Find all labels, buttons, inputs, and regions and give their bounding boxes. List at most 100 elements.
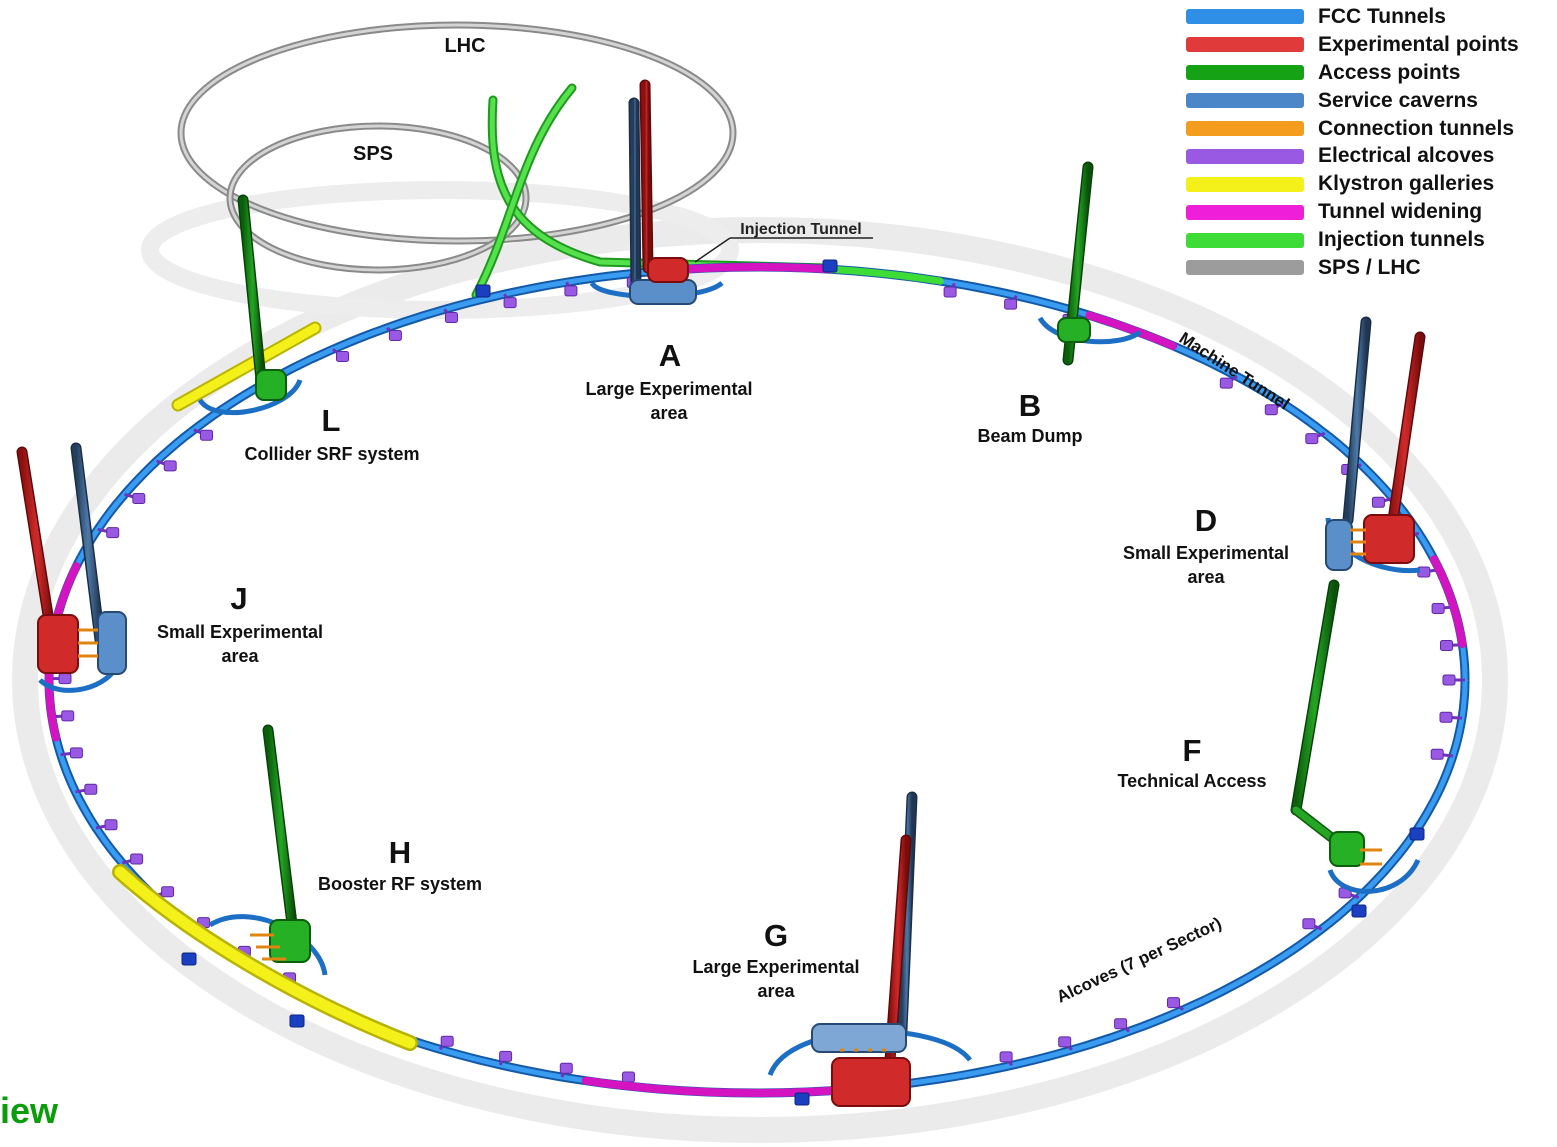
shaft-G-service <box>898 793 916 1034</box>
point-H-desc: Booster RF system <box>317 874 483 894</box>
legend-swatch <box>1186 93 1304 109</box>
alcove-box <box>559 1062 573 1074</box>
point-F-letter: F <box>1182 733 1202 768</box>
cavern-F <box>1329 831 1365 867</box>
shaft-F-access <box>1292 581 1338 814</box>
shaft-J-experimental <box>18 448 56 644</box>
legend-label: FCC Tunnels <box>1318 4 1446 28</box>
alcove-box <box>1114 1018 1128 1030</box>
shaft-J-service <box>72 444 104 644</box>
cavern-B <box>1057 317 1091 343</box>
alcove-box <box>1305 433 1319 445</box>
alcoves-label: Alcoves (7 per Sector) <box>1054 914 1225 1007</box>
legend: FCC Tunnels Experimental points Access p… <box>1186 3 1519 282</box>
legend-swatch <box>1186 176 1304 192</box>
alcove-box <box>84 783 98 795</box>
alcove-box <box>1371 496 1385 508</box>
legend-item-sps-lhc: SPS / LHC <box>1186 254 1519 282</box>
cavern-G-experimental <box>831 1057 911 1107</box>
point-J-letter: J <box>230 581 248 616</box>
cavern-A-experimental <box>647 257 689 283</box>
point-J-desc: Small Experimental area <box>156 622 324 666</box>
point-F-desc: Technical Access <box>1117 771 1267 791</box>
lhc-label: LHC <box>444 35 485 57</box>
legend-swatch <box>1186 204 1304 220</box>
point-H-letter: H <box>388 835 412 870</box>
point-G-letter: G <box>763 918 789 953</box>
tunnel-widening-D <box>1430 555 1467 648</box>
legend-swatch <box>1186 121 1304 136</box>
cavern-D-service <box>1325 519 1353 571</box>
slide-title-fragment: iew <box>0 1090 59 1131</box>
shaft-A-experimental <box>641 81 652 272</box>
cavern-G-service <box>811 1023 907 1053</box>
cavern-H <box>269 919 311 963</box>
alcove-box <box>1167 997 1180 1009</box>
shaft-H-access <box>264 726 298 944</box>
shafts-and-caverns <box>16 79 1426 1107</box>
legend-label: Klystron galleries <box>1318 172 1495 196</box>
legend-label: Tunnel widening <box>1318 200 1483 224</box>
alcove-box <box>1058 1036 1072 1048</box>
alcove-box <box>130 853 144 865</box>
legend-label: Connection tunnels <box>1318 116 1514 140</box>
klystron-gallery-H <box>112 864 418 1051</box>
alcove-box <box>1302 918 1316 930</box>
legend-label: Access points <box>1318 60 1461 84</box>
legend-swatch <box>1186 9 1304 25</box>
alcove-box <box>1442 674 1456 686</box>
cavern-J-service <box>97 611 127 675</box>
alcove-box <box>106 527 120 539</box>
legend-label: Injection tunnels <box>1318 228 1485 252</box>
point-D-letter: D <box>1194 503 1218 538</box>
alcove-box <box>163 460 177 472</box>
sps-ring-highlight <box>228 124 528 272</box>
tunnel-widening-G <box>581 1076 835 1098</box>
point-A-desc: Large Experimental area <box>585 379 753 423</box>
tunnel-widening-B <box>1085 311 1178 350</box>
point-L-desc: Collider SRF system <box>244 444 420 464</box>
alcove-box <box>1431 603 1445 614</box>
shaft-D-experimental <box>1386 333 1424 544</box>
point-L-letter: L <box>321 403 341 438</box>
legend-item-injection-tunnels: Injection tunnels <box>1186 226 1519 254</box>
alcove-box <box>622 1071 635 1083</box>
shaft-A-service <box>630 99 640 294</box>
legend-swatch <box>1186 232 1304 248</box>
alcove-box <box>503 297 517 309</box>
legend-item-service-caverns: Service caverns <box>1186 87 1519 115</box>
injection-segment-A <box>827 265 944 285</box>
junction-blocks <box>181 259 1425 1106</box>
point-G-desc: Large Experimental area <box>692 957 860 1001</box>
legend-swatch <box>1186 148 1304 164</box>
alcove-box <box>104 819 118 831</box>
alcove-box <box>58 673 72 685</box>
alcove-box <box>1219 377 1233 389</box>
alcove-box <box>1430 748 1444 760</box>
alcove-box <box>943 286 957 298</box>
cavern-A-service <box>629 279 697 305</box>
legend-item-access-points: Access points <box>1186 59 1519 87</box>
lhc-ring-highlight <box>179 23 735 243</box>
injection-tunnel-label: Injection Tunnel <box>740 221 861 238</box>
point-D-desc: Small Experimental area <box>1122 543 1290 587</box>
legend-swatch <box>1186 65 1304 81</box>
shaft-D-service <box>1344 318 1370 524</box>
legend-item-electrical-alcoves: Electrical alcoves <box>1186 142 1519 170</box>
point-B-desc: Beam Dump <box>977 426 1083 446</box>
alcove-box <box>499 1050 513 1062</box>
legend-swatch <box>1186 260 1304 276</box>
cavern-D-experimental <box>1363 514 1415 564</box>
legend-label: Experimental points <box>1318 32 1519 56</box>
alcove-box <box>132 493 146 504</box>
alcove-box <box>161 886 175 898</box>
alcove-box <box>1004 298 1018 310</box>
shaft-L-access <box>239 196 266 394</box>
alcove-box <box>445 312 458 323</box>
ground-shadow <box>12 217 1508 1143</box>
legend-label: SPS / LHC <box>1318 255 1421 279</box>
alcove-box <box>1264 404 1278 416</box>
legend-item-fcc-tunnels: FCC Tunnels <box>1186 3 1519 31</box>
point-A-letter: A <box>658 338 682 373</box>
